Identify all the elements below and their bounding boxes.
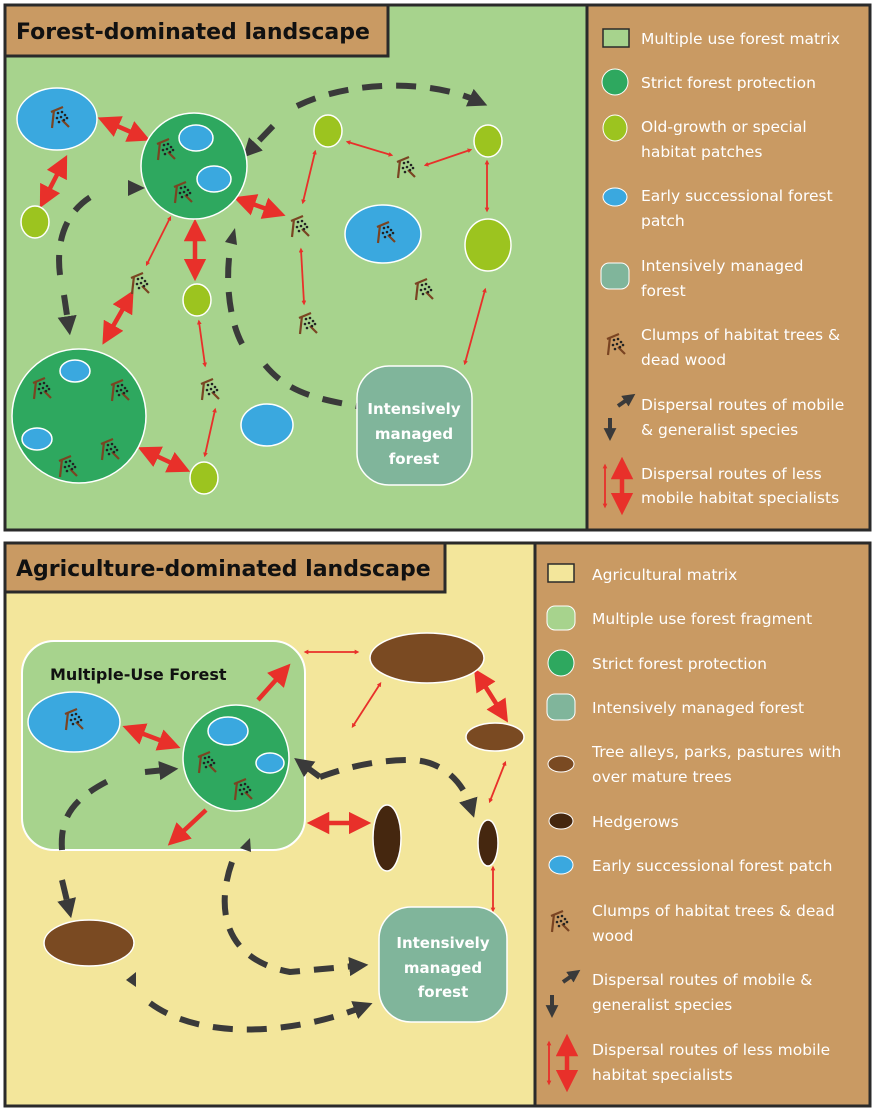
legend-label: Old-growth or special: [641, 118, 807, 136]
matrix-swatch-icon: [602, 28, 630, 48]
tree-alley-swatch-icon: [547, 755, 575, 773]
early-successional-patch: [21, 427, 53, 451]
managed-label: managed: [404, 959, 482, 977]
legend-label: Clumps of habitat trees &: [641, 326, 840, 344]
tree-alley-patch: [465, 722, 525, 752]
legend-label: Agricultural matrix: [592, 566, 737, 584]
early-successional-swatch-icon: [548, 855, 574, 875]
arrowhead-icon: [225, 228, 237, 245]
legend-label: & generalist species: [641, 421, 798, 439]
generalist-route: [58, 777, 112, 851]
generalist-route: [57, 294, 77, 336]
legend-label: Clumps of habitat trees & dead: [592, 902, 835, 920]
multiple-use-forest-label: Multiple-Use Forest: [50, 665, 227, 684]
legend-label: habitat patches: [641, 143, 762, 161]
intensively-managed-forest: [378, 906, 508, 1023]
legend-label: Dispersal routes of mobile &: [592, 971, 812, 989]
legend-label: Multiple use forest fragment: [592, 610, 812, 628]
specialist-routes: [39, 116, 490, 473]
managed-label: forest: [389, 450, 440, 468]
old-growth-swatch-icon: [602, 114, 628, 142]
generalist-route: [294, 758, 322, 780]
legend-label: wood: [592, 927, 633, 945]
legend-label: Early successional forest patch: [592, 857, 832, 875]
legend-label: dead wood: [641, 351, 726, 369]
strict-protection-area: [11, 348, 147, 484]
early-successional-patch: [207, 716, 249, 746]
old-growth-patch: [473, 124, 503, 158]
managed-label: Intensively: [367, 400, 460, 418]
legend-label: Multiple use forest matrix: [641, 30, 840, 48]
hedgerow-swatch-icon: [548, 812, 574, 830]
forest-legend: Multiple use forest matrix Strict forest…: [600, 28, 844, 516]
agri-legend: Agricultural matrix Multiple use forest …: [545, 563, 841, 1093]
legend-label: habitat specialists: [592, 1066, 733, 1084]
legend-label: Tree alleys, parks, pastures with: [591, 743, 841, 761]
generalist-route: [148, 1000, 373, 1033]
legend-label: Dispersal routes of less: [641, 465, 822, 483]
legend-label: Early successional forest: [641, 187, 833, 205]
generalist-route: [56, 189, 102, 276]
early-successional-patch: [196, 165, 232, 193]
legend-label: Intensively managed forest: [592, 699, 804, 717]
agri-legend-bg: [533, 541, 872, 1108]
early-successional-patch: [240, 403, 294, 447]
legend-label: Strict forest protection: [592, 655, 767, 673]
legend-label: Strict forest protection: [641, 74, 816, 92]
old-growth-patch: [189, 461, 219, 495]
forest-legend-bg: [585, 3, 872, 532]
generalist-route: [225, 257, 253, 358]
arrowhead-icon: [126, 972, 136, 987]
early-successional-patch: [255, 752, 285, 774]
legend-label: Hedgerows: [592, 813, 679, 831]
agri-panel-title: Agriculture-dominated landscape: [16, 557, 431, 582]
old-growth-patch: [182, 283, 212, 317]
strict-protection-swatch-icon: [601, 68, 629, 96]
managed-label: Intensively: [396, 934, 489, 952]
legend-label: patch: [641, 212, 685, 230]
early-successional-patch: [27, 691, 121, 753]
generalist-route: [319, 756, 478, 818]
agri-title-box: [3, 541, 447, 594]
legend-label: generalist species: [592, 996, 732, 1014]
generalist-arrow-icon: [616, 393, 636, 408]
early-successional-swatch-icon: [602, 187, 628, 207]
forest-title-box: [3, 3, 390, 58]
generalist-arrow-icon: [561, 969, 581, 984]
old-growth-patch: [464, 218, 512, 272]
legend-label: Dispersal routes of less mobile: [592, 1041, 830, 1059]
forest-panel: Forest-dominated landscape: [3, 3, 872, 532]
managed-swatch-icon: [546, 693, 576, 721]
forest-panel-title: Forest-dominated landscape: [16, 20, 370, 45]
agriculture-panel: Agriculture-dominated landscape Multiple…: [3, 541, 872, 1108]
hedgerow: [372, 804, 402, 872]
hedgerow: [477, 819, 499, 867]
early-successional-patch: [178, 124, 214, 152]
generalist-route: [144, 761, 179, 781]
strict-protection-swatch-icon: [547, 649, 575, 677]
legend-label: mobile habitat specialists: [641, 489, 839, 507]
early-successional-patch: [59, 359, 91, 383]
forest-fragment-swatch-icon: [546, 605, 576, 631]
agri-matrix-swatch-icon: [547, 563, 575, 583]
managed-label: managed: [375, 425, 453, 443]
arrowhead-icon: [240, 838, 251, 852]
legend-label: over mature trees: [592, 768, 732, 786]
tree-alley-patch: [369, 632, 485, 684]
generalist-route: [242, 123, 276, 158]
generalist-route: [57, 879, 76, 919]
legend-label: Intensively managed: [641, 257, 803, 275]
intensively-managed-forest: [356, 365, 473, 486]
managed-swatch-icon: [600, 262, 630, 290]
specialist-routes: [122, 649, 508, 913]
managed-label: forest: [418, 983, 469, 1001]
generalist-routes: [57, 756, 478, 1033]
legend-label: forest: [641, 282, 686, 300]
arrowhead-icon: [128, 180, 145, 196]
generalist-route: [221, 860, 369, 977]
legend-label: Dispersal routes of mobile: [641, 396, 844, 414]
old-growth-patch: [20, 205, 50, 239]
tree-alley-patch: [43, 919, 135, 967]
old-growth-patch: [313, 114, 343, 148]
